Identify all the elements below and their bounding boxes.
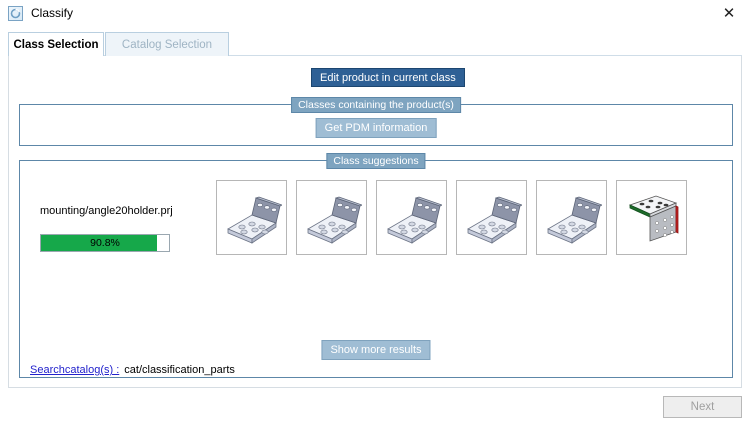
close-icon[interactable]: ✕ xyxy=(722,4,736,22)
tab-catalog-selection[interactable]: Catalog Selection xyxy=(105,32,229,56)
search-catalogs-link[interactable]: Searchcatalog(s) : xyxy=(30,364,120,376)
show-more-results-button[interactable]: Show more results xyxy=(321,340,431,360)
next-button[interactable]: Next xyxy=(663,396,742,418)
window-title: Classify xyxy=(31,6,74,20)
angle-bracket-thumb-2[interactable] xyxy=(296,180,367,255)
product-file-name: mounting/angle20holder.prj xyxy=(40,205,173,217)
get-pdm-information-button[interactable]: Get PDM information xyxy=(315,118,437,138)
match-progress-fill xyxy=(41,235,158,251)
angle-bracket-thumb-5[interactable] xyxy=(536,180,607,255)
classes-containing-product-title: Classes containing the product(s) xyxy=(291,97,461,113)
angle-bracket-thumb-4[interactable] xyxy=(456,180,527,255)
window-titlebar: Classify ✕ xyxy=(0,0,750,26)
angle-bracket-thumb-1[interactable] xyxy=(216,180,287,255)
match-progress-bar: 90.8% xyxy=(40,234,170,252)
class-suggestion-thumbnails xyxy=(216,180,687,255)
angle-bracket-thumb-6[interactable] xyxy=(616,180,687,255)
angle-bracket-thumb-3[interactable] xyxy=(376,180,447,255)
class-suggestions-group: Class suggestions mounting/angle20holder… xyxy=(19,153,733,378)
tab-underline xyxy=(8,55,742,56)
search-catalog-line: Searchcatalog(s) : cat/classification_pa… xyxy=(30,364,235,376)
classify-ring-icon xyxy=(8,5,23,21)
classes-containing-product-group: Classes containing the product(s) Get PD… xyxy=(19,97,733,146)
edit-product-in-current-class-button[interactable]: Edit product in current class xyxy=(311,68,465,87)
class-suggestions-title: Class suggestions xyxy=(326,153,426,169)
search-catalogs-value: cat/classification_parts xyxy=(124,364,235,376)
tab-strip: Class Selection Catalog Selection xyxy=(8,32,742,56)
tab-class-selection[interactable]: Class Selection xyxy=(8,32,104,56)
match-progress-label: 90.8% xyxy=(90,237,120,249)
content-panel: Edit product in current class Classes co… xyxy=(8,56,742,388)
